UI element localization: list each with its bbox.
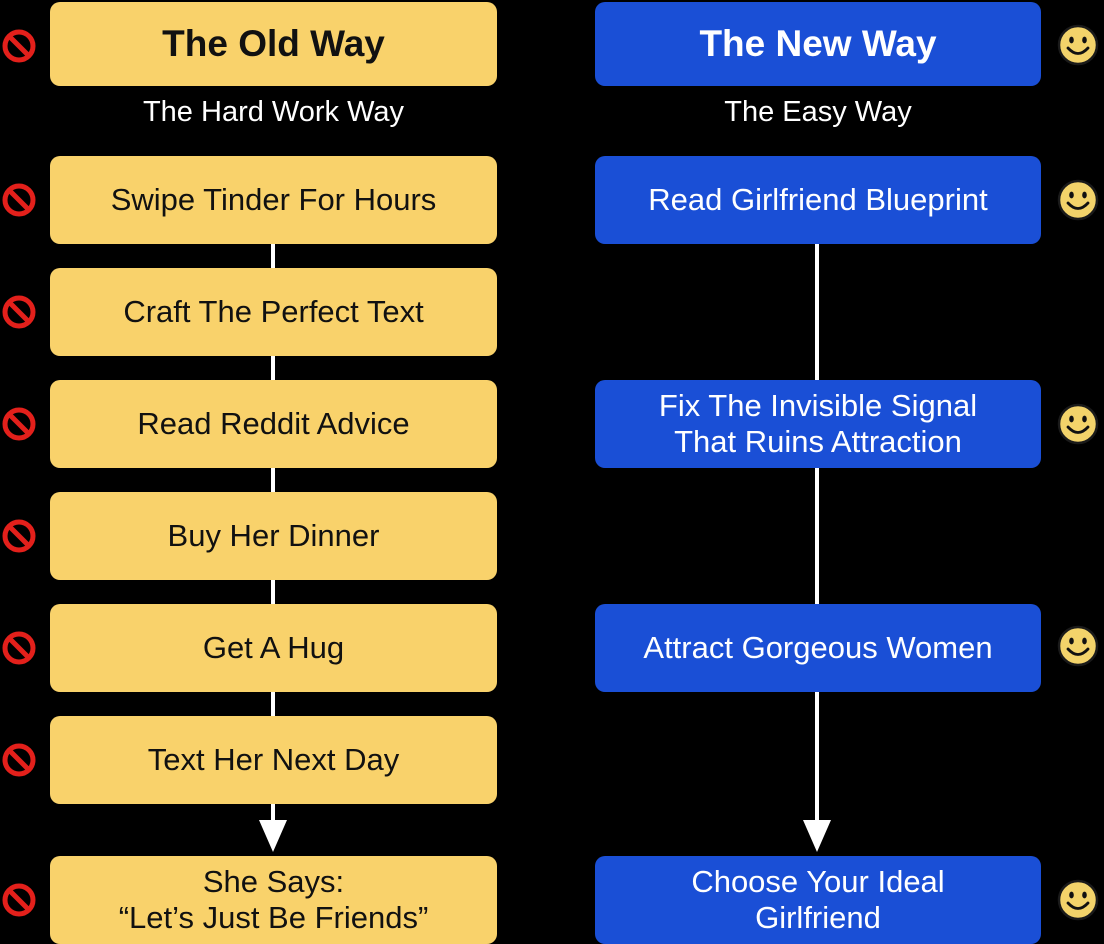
no-entry-icon — [2, 883, 36, 917]
new-way-subtitle: The Easy Way — [724, 95, 912, 128]
new-step-3: Attract Gorgeous Women — [595, 604, 1041, 692]
old-final-arrow-head — [259, 820, 287, 852]
no-entry-icon — [2, 519, 36, 553]
smiley-face-icon — [1057, 403, 1099, 445]
old-step-2: Craft The Perfect Text — [50, 268, 497, 356]
no-entry-icon — [2, 743, 36, 777]
old-step-7: She Says: “Let’s Just Be Friends” — [50, 856, 497, 944]
no-entry-icon — [2, 183, 36, 217]
no-entry-icon — [2, 631, 36, 665]
old-step-3: Read Reddit Advice — [50, 380, 497, 468]
smiley-face-icon — [1057, 879, 1099, 921]
smiley-face-icon — [1057, 179, 1099, 221]
old-way-subtitle: The Hard Work Way — [142, 95, 405, 128]
new-step-2: Fix The Invisible Signal That Ruins Attr… — [595, 380, 1041, 468]
new-step-4: Choose Your Ideal Girlfriend — [595, 856, 1041, 944]
no-entry-icon — [2, 29, 36, 63]
old-step-1: Swipe Tinder For Hours — [50, 156, 497, 244]
no-entry-icon — [2, 295, 36, 329]
smiley-face-icon — [1057, 24, 1099, 66]
old-way-header: The Old Way — [50, 2, 497, 86]
no-entry-icon — [2, 407, 36, 441]
new-way-header: The New Way — [595, 2, 1041, 86]
new-step-1: Read Girlfriend Blueprint — [595, 156, 1041, 244]
old-step-5: Get A Hug — [50, 604, 497, 692]
smiley-face-icon — [1057, 625, 1099, 667]
new-final-arrow-head — [803, 820, 831, 852]
old-step-4: Buy Her Dinner — [50, 492, 497, 580]
old-step-6: Text Her Next Day — [50, 716, 497, 804]
